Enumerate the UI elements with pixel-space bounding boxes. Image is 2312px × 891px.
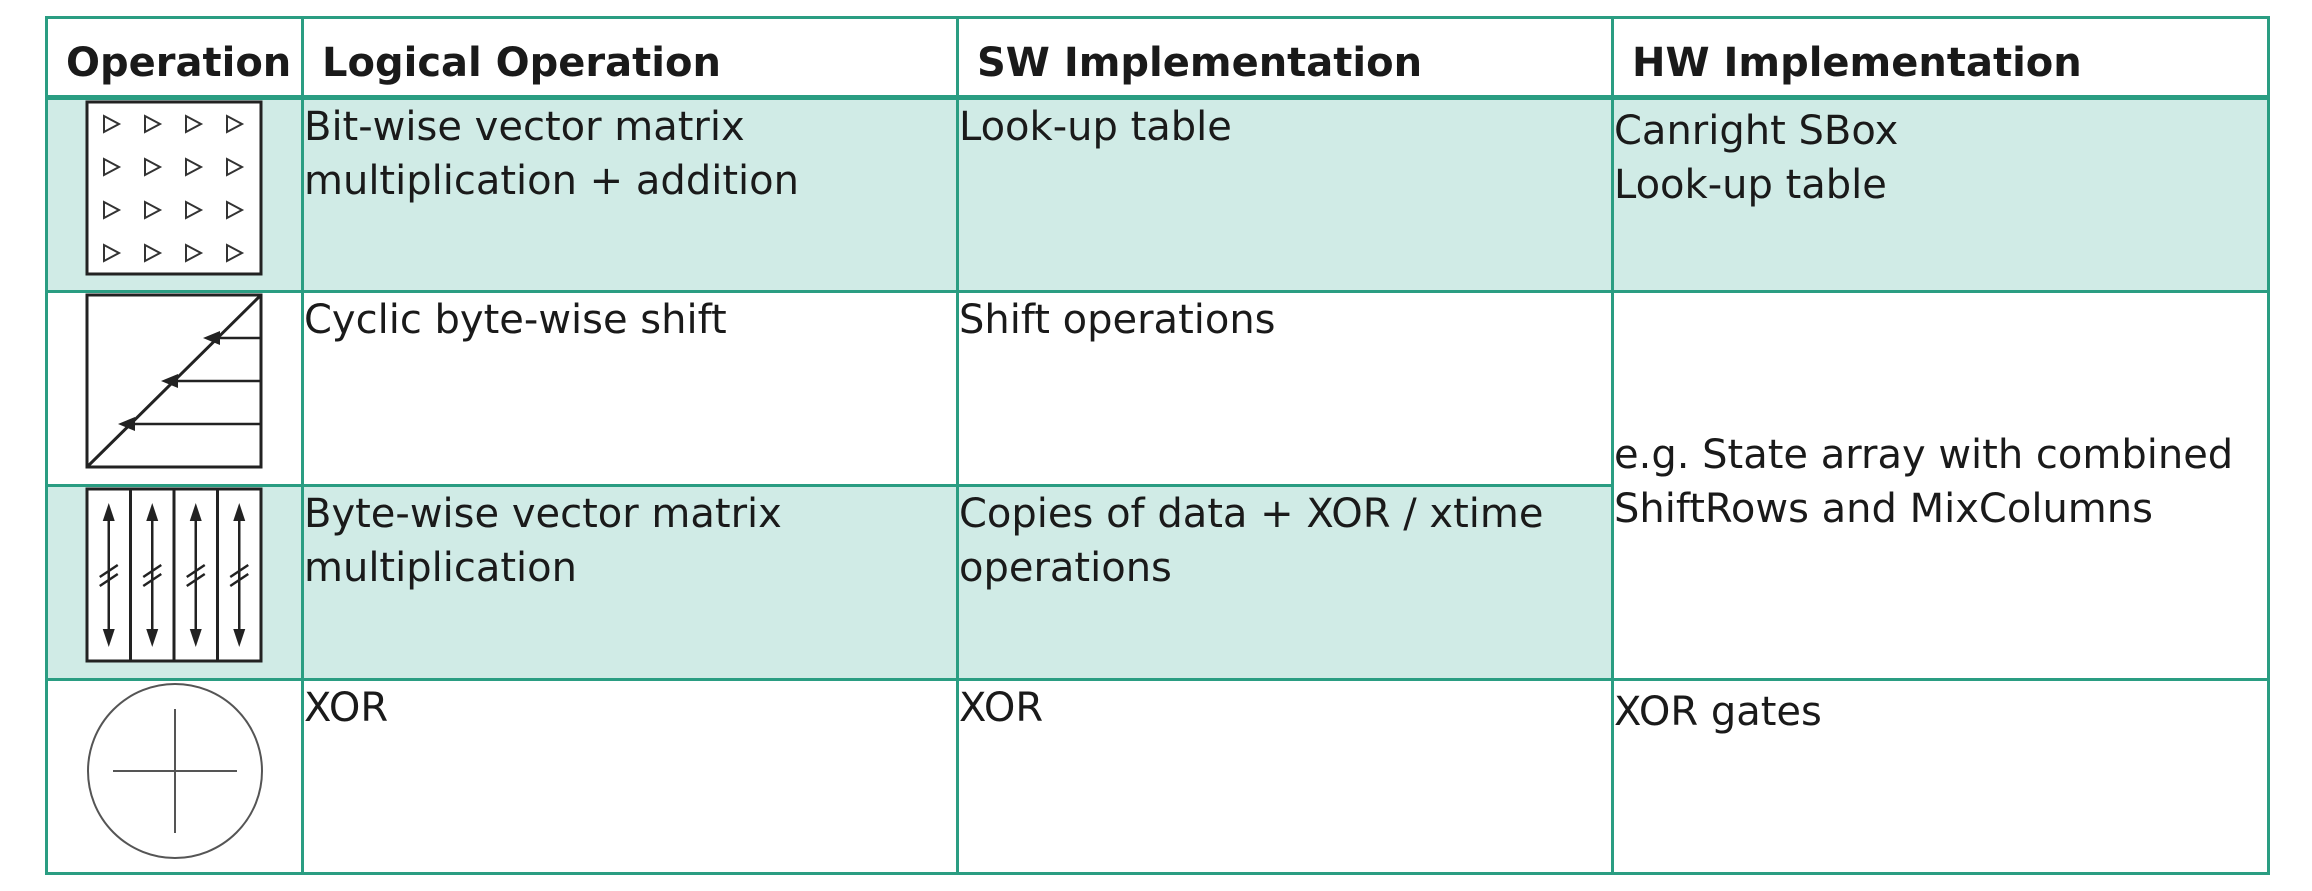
logical-line: multiplication + addition — [304, 158, 799, 204]
table-row: Bit-wise vector matrix multiplication + … — [45, 96, 2270, 293]
operation-cell — [45, 678, 304, 875]
triangle-icon — [102, 200, 121, 220]
logical-operation-cell: Bit-wise vector matrix multiplication + … — [301, 96, 959, 293]
triangle-icon — [143, 157, 162, 177]
logical-line: multiplication — [304, 545, 577, 591]
hw-implementation-cell: Canright SBox Look-up table — [1611, 96, 2270, 293]
header-hw-implementation: HW Implementation — [1611, 16, 2270, 100]
triangle-icon — [102, 157, 121, 177]
triangle-icon — [102, 114, 121, 134]
header-logical-operation: Logical Operation — [301, 16, 959, 100]
triangle-icon — [184, 157, 203, 177]
slash-mark — [229, 563, 249, 579]
header-operation: Operation — [45, 16, 304, 100]
triangle-icon — [225, 114, 244, 134]
hw-line: e.g. State array with combined — [1614, 431, 2234, 478]
triangle-icon — [184, 200, 203, 220]
aes-operations-table: Operation Logical Operation SW Implement… — [45, 16, 2270, 875]
slash-mark — [142, 572, 162, 588]
triangle-icon — [184, 243, 203, 263]
sw-implementation-cell: Look-up table — [956, 96, 1614, 293]
arrow-up-icon — [232, 503, 245, 521]
logical-operation-cell: XOR — [301, 678, 959, 875]
xor-circle-icon — [86, 683, 263, 859]
sbox-matrix-icon — [85, 100, 262, 276]
slash-mark — [98, 563, 118, 579]
slash-mark — [229, 572, 249, 588]
hw-implementation-merged-cell: e.g. State array with combined ShiftRows… — [1611, 290, 2270, 681]
slash-mark — [142, 563, 162, 579]
operation-cell — [45, 290, 304, 487]
logical-line: Byte-wise vector matrix — [304, 491, 782, 537]
logical-operation-cell: Byte-wise vector matrix multiplication — [301, 484, 959, 681]
arrow-up-icon — [102, 503, 115, 521]
slash-mark — [98, 572, 118, 588]
shiftrows-icon — [85, 293, 262, 469]
triangle-icon — [143, 114, 162, 134]
sw-line: Shift operations — [959, 297, 1276, 343]
slash-mark — [185, 563, 205, 579]
header-sw-implementation: SW Implementation — [956, 16, 1614, 100]
sw-line: Look-up table — [959, 104, 1232, 150]
hw-line: Canright SBox — [1614, 108, 1899, 154]
sw-line: Copies of data + XOR / xtime — [959, 491, 1544, 537]
table-row: Cyclic byte-wise shift Shift operations … — [45, 290, 2270, 681]
arrow-up-icon — [145, 503, 158, 521]
hw-line: Look-up table — [1614, 162, 1887, 208]
sw-implementation-cell: XOR — [956, 678, 1614, 875]
sw-line: operations — [959, 545, 1172, 591]
logical-line: Cyclic byte-wise shift — [304, 297, 727, 343]
mixcolumns-icon — [85, 487, 262, 663]
arrow-down-icon — [145, 629, 158, 647]
hw-line: XOR gates — [1614, 689, 1822, 735]
arrow-down-icon — [189, 629, 202, 647]
sw-line: XOR — [959, 685, 1044, 731]
triangle-icon — [102, 243, 121, 263]
logical-operation-cell: Cyclic byte-wise shift — [301, 290, 959, 487]
triangle-icon — [225, 157, 244, 177]
triangle-icon — [143, 243, 162, 263]
triangle-icon — [184, 114, 203, 134]
hw-line: ShiftRows and MixColumns — [1614, 485, 2153, 532]
triangle-icon — [225, 243, 244, 263]
hw-implementation-cell: XOR gates — [1611, 678, 2270, 875]
arrow-up-icon — [189, 503, 202, 521]
table-row: Byte-wise vector matrix multiplication C… — [45, 484, 2269, 681]
arrow-down-icon — [102, 629, 115, 647]
header-row: Operation Logical Operation SW Implement… — [45, 16, 2270, 100]
triangle-icon — [143, 200, 162, 220]
slash-mark — [185, 572, 205, 588]
arrow-down-icon — [232, 629, 245, 647]
sw-implementation-cell: Shift operations — [956, 290, 1614, 487]
operation-cell — [45, 484, 304, 681]
logical-line: XOR — [304, 685, 389, 731]
logical-line: Bit-wise vector matrix — [304, 104, 745, 150]
sw-implementation-cell: Copies of data + XOR / xtime operations — [956, 484, 1614, 681]
triangle-icon — [225, 200, 244, 220]
operation-cell — [45, 96, 304, 293]
table-row: XOR XOR XOR gates — [45, 678, 2270, 875]
